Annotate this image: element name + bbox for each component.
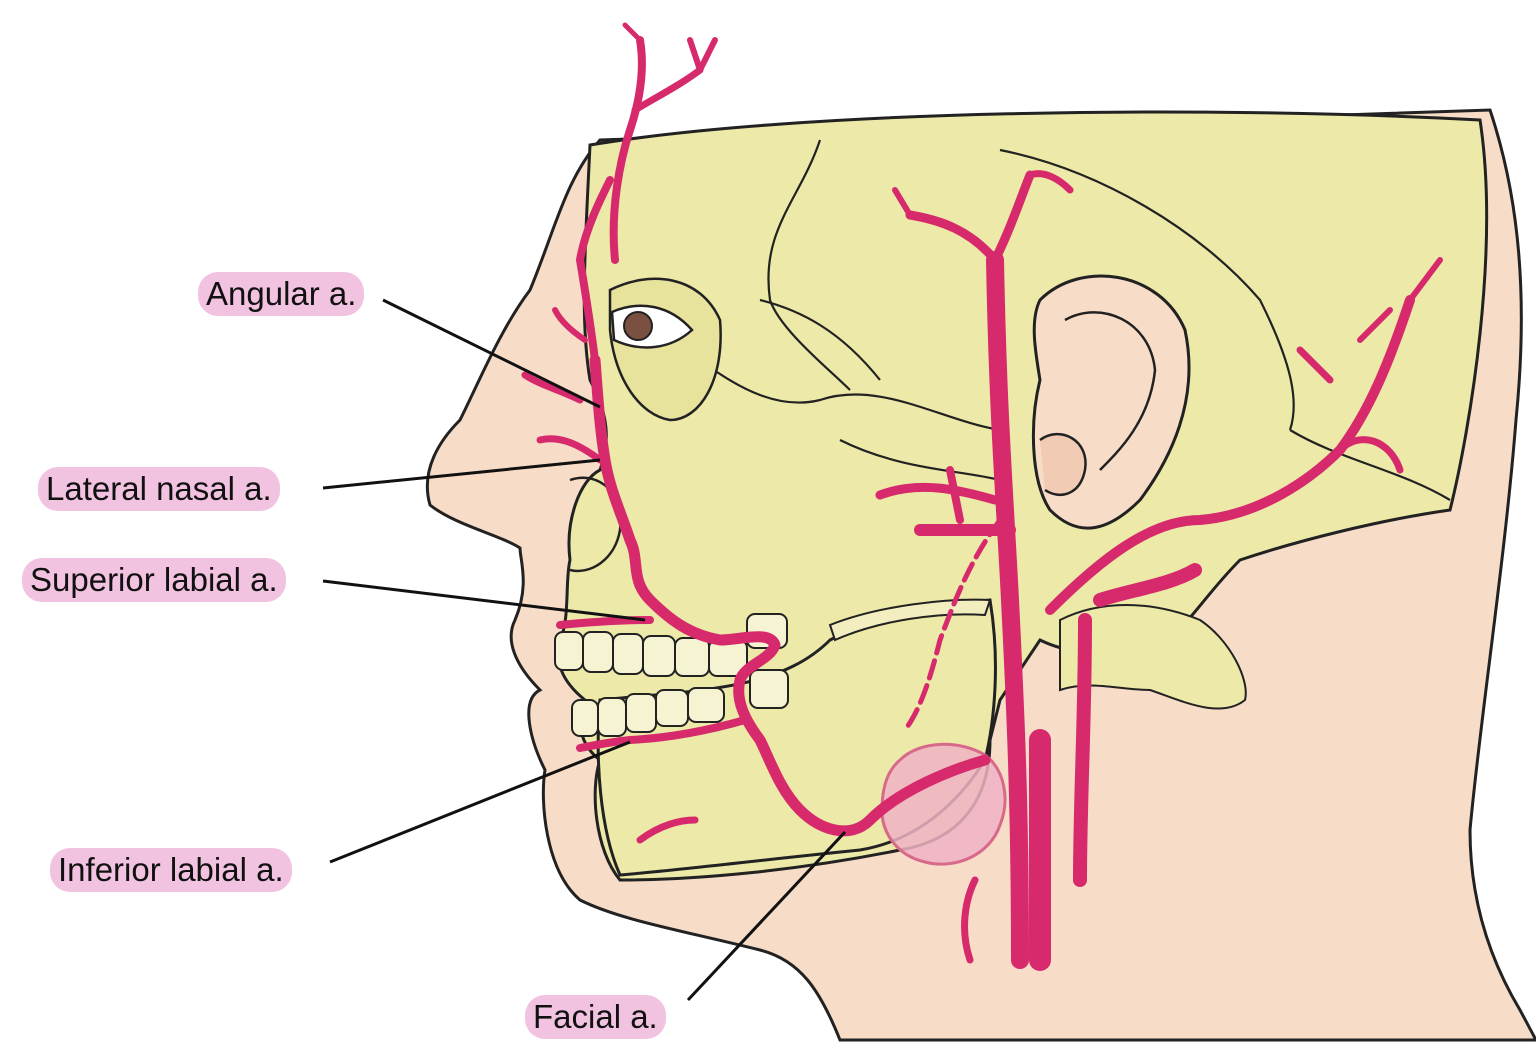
leader-lines [322,298,847,1002]
leader-angular [382,298,601,409]
ear-inner [1064,311,1157,471]
upper-teeth [554,613,788,677]
ear-canal [1039,432,1087,497]
cervical-bone [1059,604,1247,710]
leader-inferior-labial [329,740,631,864]
leader-facial [686,830,847,1002]
skull-sutures [699,139,1451,501]
iris [623,311,653,341]
artery-network [521,22,1443,971]
leader-lateral-nasal [322,458,601,490]
nasal-aperture [569,476,622,573]
leader-superior-labial [322,579,646,622]
lower-teeth [571,669,789,737]
label-lateral-nasal-artery: Lateral nasal a. [38,467,280,511]
label-angular-artery: Angular a. [198,272,365,316]
label-inferior-labial-artery: Inferior labial a. [50,848,292,892]
label-superior-labial-artery: Superior labial a. [22,558,286,602]
label-facial-artery: Facial a. [525,995,666,1039]
